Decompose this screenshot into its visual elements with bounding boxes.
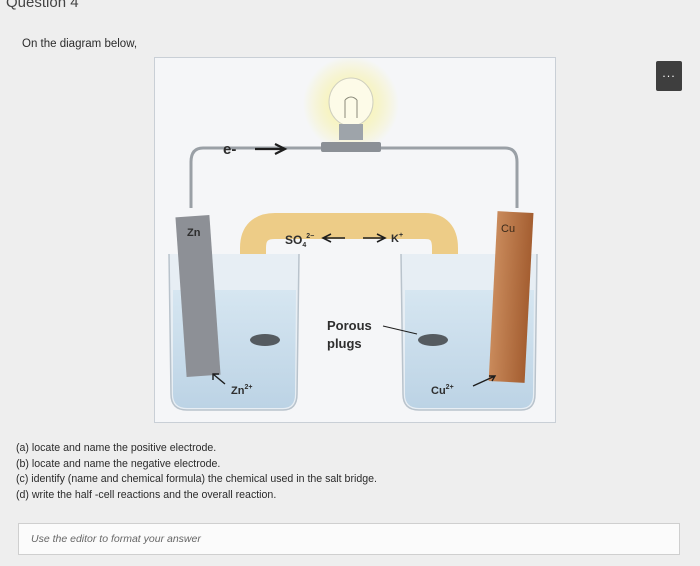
bulb-socket xyxy=(339,124,363,140)
answer-editor[interactable]: Use the editor to format your answer xyxy=(18,523,680,555)
left-porous-plug xyxy=(250,334,280,346)
cation-arrow xyxy=(363,233,387,243)
wire-right xyxy=(381,146,519,208)
cu-ion-label: Cu2+ xyxy=(431,384,454,397)
question-parts: (a) locate and name the positive electro… xyxy=(16,441,516,503)
zn-ion-label: Zn2+ xyxy=(231,384,252,397)
porous-label-line2: plugs xyxy=(327,336,362,351)
cu-ion-arrow xyxy=(472,375,497,387)
anion-label: SO42− xyxy=(285,233,314,249)
part-b: (b) locate and name the negative electro… xyxy=(16,457,221,470)
more-options-button[interactable]: ... xyxy=(656,61,682,91)
right-porous-plug xyxy=(418,334,448,346)
zinc-electrode xyxy=(175,215,221,377)
lightbulb-icon xyxy=(328,77,374,127)
bulb-base xyxy=(321,142,381,152)
anion-arrow xyxy=(321,233,345,243)
porous-pointer xyxy=(382,325,418,335)
salt-bridge xyxy=(240,213,458,298)
galvanic-cell-illustration: e- SO42− K+ Zn Zn2+ Cu Cu2+ Po xyxy=(168,56,538,411)
bulb-filament xyxy=(344,96,358,118)
editor-placeholder: Use the editor to format your answer xyxy=(31,533,201,545)
electron-label: e- xyxy=(223,141,236,158)
copper-electrode xyxy=(488,211,534,383)
part-d: (d) write the half -cell reactions and t… xyxy=(16,488,277,501)
cation-label: K+ xyxy=(391,232,403,245)
wire-left xyxy=(189,146,321,208)
question-title: Question 4 xyxy=(6,0,79,11)
part-c: (c) identify (name and chemical formula)… xyxy=(16,473,377,486)
galvanic-cell-diagram: e- SO42− K+ Zn Zn2+ Cu Cu2+ Po xyxy=(154,56,556,423)
copper-electrode-label: Cu xyxy=(501,223,515,235)
porous-label-line1: Porous xyxy=(327,318,372,333)
zn-ion-arrow xyxy=(212,373,226,385)
electron-arrow xyxy=(255,143,288,155)
zinc-electrode-label: Zn xyxy=(187,227,201,239)
part-a: (a) locate and name the positive electro… xyxy=(16,442,217,454)
question-intro: On the diagram below, xyxy=(22,38,138,50)
